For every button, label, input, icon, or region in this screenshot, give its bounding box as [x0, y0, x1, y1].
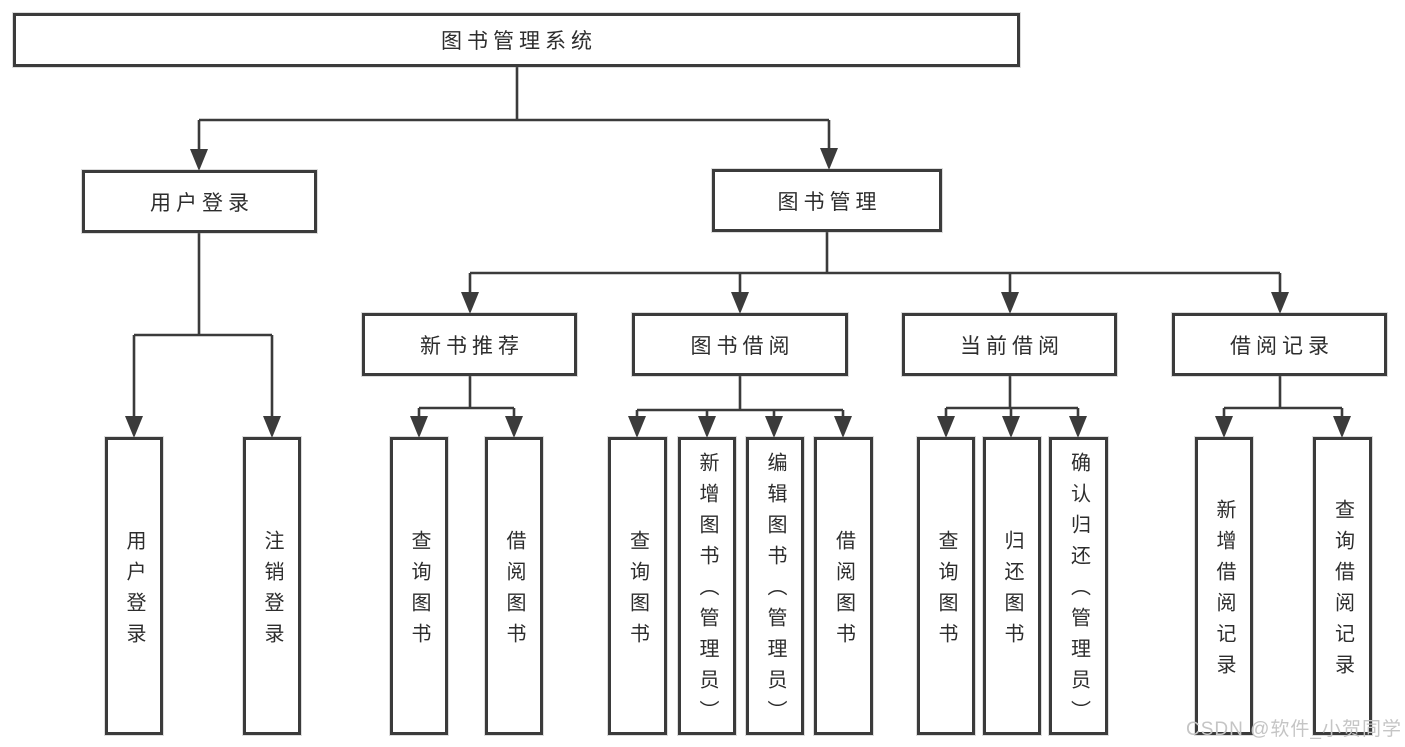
csdn-watermark: CSDN @软件_小贺同学	[1186, 719, 1402, 740]
node-current-borrowing: 当前借阅	[902, 313, 1117, 376]
leaf-label: 新增借阅记录	[1213, 498, 1235, 685]
leaf-label: 借阅图书	[832, 529, 855, 654]
leaf-label: 查询图书	[935, 529, 957, 654]
node-root-library-management-system: 图书管理系统	[13, 13, 1020, 67]
leaf-borrow-borrow-book: 借阅图书	[814, 437, 873, 735]
node-borrowing-records: 借阅记录	[1172, 313, 1387, 376]
leaf-current-confirm-return-admin: 确认归还（管理员）	[1049, 437, 1108, 735]
leaf-label: 归还图书	[1001, 529, 1023, 654]
leaf-borrow-add-book-admin: 新增图书（管理员）	[678, 437, 736, 735]
leaf-label: 借阅图书	[503, 529, 525, 654]
leaf-label: 查询图书	[408, 529, 430, 654]
node-book-management: 图书管理	[712, 169, 942, 232]
leaf-borrow-query-book: 查询图书	[608, 437, 667, 735]
node-new-book-recommend: 新书推荐	[362, 313, 577, 376]
leaf-borrow-edit-book-admin: 编辑图书（管理员）	[746, 437, 804, 735]
leaf-label: 新增图书（管理员）	[696, 452, 718, 731]
leaf-current-query-book: 查询图书	[917, 437, 975, 735]
leaf-recommend-query-book: 查询图书	[390, 437, 448, 735]
leaf-record-add-borrow-record: 新增借阅记录	[1195, 437, 1253, 735]
leaf-user-login: 用户登录	[105, 437, 163, 735]
node-book-borrowing: 图书借阅	[632, 313, 848, 376]
leaf-label: 用户登录	[123, 529, 145, 654]
leaf-label: 编辑图书（管理员）	[764, 452, 786, 731]
leaf-recommend-borrow-book: 借阅图书	[485, 437, 543, 735]
leaf-label: 查询图书	[626, 529, 649, 654]
node-user-login: 用户登录	[82, 170, 317, 233]
leaf-current-return-book: 归还图书	[983, 437, 1041, 735]
leaf-label: 查询借阅记录	[1331, 498, 1354, 685]
leaf-label: 注销登录	[261, 529, 283, 654]
arrowheads	[125, 148, 1351, 438]
leaf-label: 确认归还（管理员）	[1067, 452, 1090, 731]
leaf-logout: 注销登录	[243, 437, 301, 735]
leaf-record-query-borrow-record: 查询借阅记录	[1313, 437, 1372, 735]
